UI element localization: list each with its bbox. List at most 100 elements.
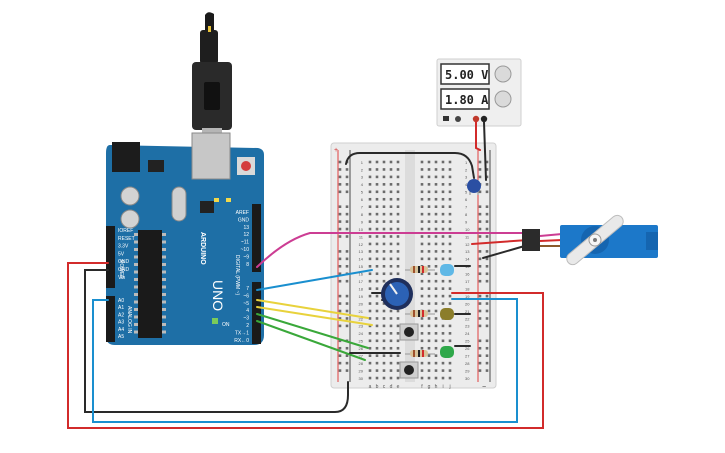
psu-negative-terminal[interactable] [480, 115, 488, 123]
row-number: 16 [465, 272, 470, 277]
row-number: 7 [361, 205, 364, 210]
column-label: h [435, 384, 438, 390]
row-number: 6 [361, 197, 364, 202]
row-number: 10 [465, 227, 470, 232]
pin-label: A0 [118, 298, 124, 304]
resistor-icon [405, 310, 435, 317]
row-number: 15 [359, 264, 364, 269]
pushbutton-icon[interactable] [399, 323, 419, 341]
column-label: g [428, 384, 431, 390]
column-label: b [376, 384, 379, 390]
pin-label: RX←0 [234, 338, 249, 344]
wire-servo-gnd [482, 244, 529, 259]
row-number: 23 [359, 324, 364, 329]
row-number: 20 [359, 301, 364, 306]
row-number: 21 [359, 309, 364, 314]
voltage-knob[interactable] [494, 65, 512, 83]
pin-label: Vin [118, 275, 125, 281]
pin-label: 3.3V [118, 244, 129, 250]
pin-label: 13 [243, 225, 249, 231]
components [381, 179, 481, 379]
row-number: 13 [359, 249, 364, 254]
row-number: 12 [465, 242, 470, 247]
rail-minus-label: − [482, 384, 486, 391]
row-number: 5 [361, 190, 364, 195]
wire-a0 [92, 298, 518, 423]
wire-gnd [84, 269, 349, 413]
row-number: 16 [359, 272, 364, 277]
usb-cable-icon [192, 12, 232, 138]
led-tx [226, 198, 231, 202]
pin-label: AREF [236, 210, 249, 216]
row-number: 17 [465, 279, 470, 284]
row-number: 1 [361, 160, 364, 165]
pin-label: ~3 [243, 316, 249, 322]
row-number: 26 [465, 346, 470, 351]
wire-pin5 [256, 306, 373, 326]
row-number: 19 [359, 294, 364, 299]
row-number: 2 [361, 167, 364, 172]
resistor-icon [405, 266, 435, 273]
row-number: 14 [465, 257, 470, 262]
wires [67, 121, 544, 429]
analog-section-label: ANALOG IN [126, 306, 132, 334]
wire-pin3 [256, 320, 366, 361]
pushbutton-icon[interactable] [399, 361, 419, 379]
column-label: c [383, 384, 386, 390]
pin-label: ~11 [241, 240, 249, 246]
column-label: f [421, 384, 423, 390]
pin-label: 7 [246, 286, 249, 292]
column-label: i [442, 384, 443, 390]
wire-psu-negative [483, 121, 487, 181]
voltage-readout: 5.00 V [445, 68, 488, 82]
reset-button[interactable] [241, 161, 251, 171]
row-number: 28 [359, 361, 364, 366]
center-channel [405, 150, 415, 382]
row-number: 19 [465, 294, 470, 299]
psu-positive-terminal[interactable] [472, 115, 480, 123]
led-icon [440, 346, 454, 358]
row-number: 21 [465, 309, 470, 314]
row-number: 13 [465, 249, 470, 254]
servo-motor-icon[interactable] [522, 213, 658, 267]
power-section-label: POWER [118, 260, 124, 279]
row-number: 3 [361, 175, 364, 180]
pin-label: 5V [118, 251, 125, 257]
current-knob[interactable] [494, 90, 512, 108]
pin-label: 12 [243, 232, 249, 238]
row-number: 11 [465, 234, 470, 239]
potentiometer-icon[interactable] [381, 278, 413, 310]
row-number: 10 [359, 227, 364, 232]
pin-label: 4 [246, 308, 249, 314]
wire-pin4 [256, 313, 369, 349]
arduino-brand: ARDUINO [199, 232, 206, 265]
row-number: 26 [359, 346, 364, 351]
current-readout: 1.80 A [445, 93, 489, 107]
wire-servo-vcc [471, 239, 529, 245]
atmega-chip [138, 230, 162, 338]
row-number: 2 [465, 167, 468, 172]
current-display [440, 88, 490, 110]
column-label: d [390, 384, 393, 390]
pin-label: TX→1 [235, 330, 249, 336]
pin-label: ~5 [243, 301, 249, 307]
pin-label: RESET [118, 236, 135, 242]
pin-label: GND [118, 259, 130, 265]
row-number: 23 [465, 324, 470, 329]
row-number: 8 [361, 212, 364, 217]
row-number: 22 [359, 316, 364, 321]
row-number: 9 [465, 219, 468, 224]
digital-header-bottom [252, 282, 261, 344]
digital-header-top [252, 204, 261, 272]
row-number: 28 [465, 361, 470, 366]
pin-label: GND [118, 267, 130, 273]
pin-label: A1 [118, 305, 124, 311]
row-number: 30 [359, 376, 364, 381]
dc-jack [112, 142, 140, 172]
wire-servo-signal [256, 232, 529, 268]
led-l [214, 198, 219, 202]
column-label: a [369, 384, 372, 390]
power-supply: 5.00 V 1.80 A [436, 58, 522, 127]
wire-top-rail [345, 152, 475, 179]
